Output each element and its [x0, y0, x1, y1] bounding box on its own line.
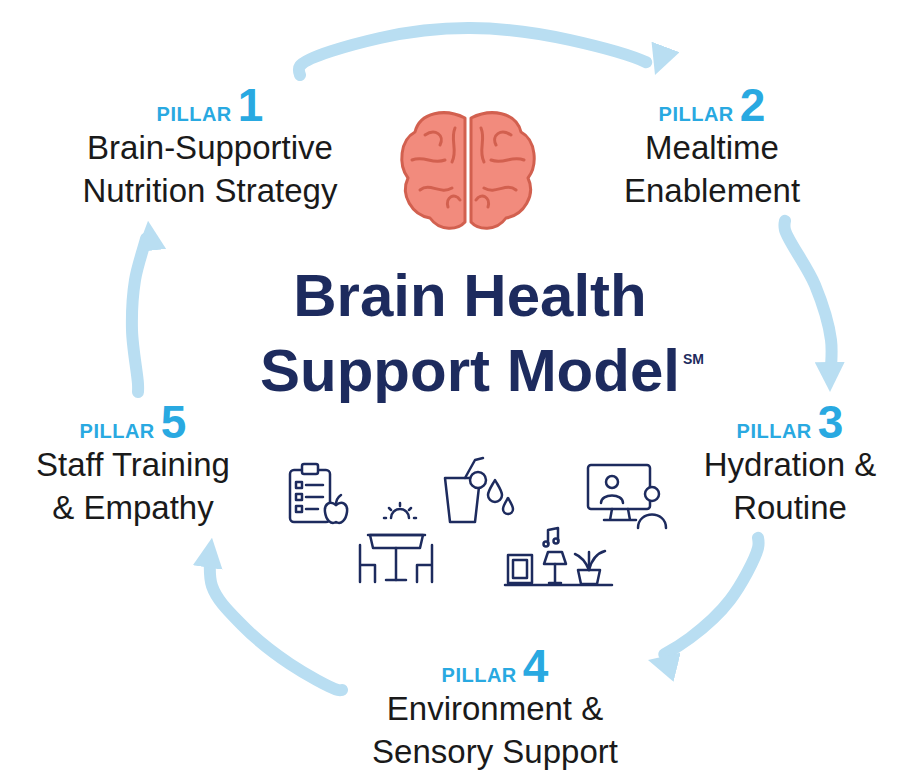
shelf-icon-part: [588, 552, 591, 570]
brain-left-part: [425, 132, 441, 145]
dining-table-icon-part: [391, 509, 409, 518]
pillar-title: Environment & Sensory Support: [350, 688, 640, 774]
dining-table-icon-part: [399, 503, 402, 506]
dining-table-icon-part: [417, 545, 432, 582]
pillar-number: 1: [238, 83, 264, 127]
dining-table-icon-part: [395, 548, 398, 580]
shelf-icon-part: [544, 542, 549, 547]
pillar-title: Brain-Supportive Nutrition Strategy: [60, 127, 360, 213]
monitor-icon-part: [606, 476, 618, 488]
clipboard-icon-part: [302, 464, 318, 474]
brain-right-part: [476, 196, 489, 207]
brain-left-part: [402, 113, 465, 229]
shelf-icon-part: [554, 564, 557, 583]
dining-table-icon: [360, 503, 432, 582]
shelf-icon-part: [575, 554, 589, 570]
shelf-icon: [505, 528, 612, 585]
pillar-title: Staff Training & Empathy: [26, 444, 241, 530]
clipboard-icon-part: [336, 495, 341, 505]
monitor-icon-part: [588, 465, 650, 509]
pillar-number: 4: [523, 644, 549, 688]
monitor-icon-part: [638, 515, 666, 529]
pillar-block: PILLAR5Staff Training & Empathy: [18, 392, 249, 538]
clipboard-icon-part: [296, 494, 302, 500]
cycle-arrow: [785, 221, 832, 392]
brain-left-part: [412, 159, 445, 162]
monitor-icon-part: [645, 487, 659, 501]
dining-table-icon-part: [389, 508, 391, 510]
clipboard-icon: [290, 464, 347, 523]
cycle-arrow: [648, 538, 759, 660]
shelf-icon-part: [513, 560, 527, 578]
brain-icon: [402, 113, 534, 229]
clipboard-icon-part: [290, 470, 330, 522]
pillar-heading: PILLAR2: [597, 83, 827, 127]
shelf-icon-part: [589, 551, 605, 570]
pillar-block: PILLAR2Mealtime Enablement: [589, 75, 835, 221]
shelf-icon-part: [549, 582, 561, 585]
shelf-icon-part: [508, 555, 532, 583]
monitor-icon-part: [604, 509, 636, 520]
dining-table-icon-part: [370, 535, 423, 548]
glass-icon-part: [470, 472, 486, 488]
glass-icon-part: [503, 498, 513, 514]
clipboard-icon-part: [306, 508, 318, 511]
brain-right-part: [491, 159, 524, 162]
brain-left-part: [420, 187, 452, 190]
dining-table-icon-part: [414, 517, 416, 520]
dining-table-icon-part: [360, 545, 375, 582]
brain-right-part: [481, 128, 484, 162]
shelf-icon-part: [578, 570, 600, 584]
cycle-arrow: [132, 221, 148, 392]
pillar-number: 5: [161, 400, 187, 444]
glass-icon: [445, 458, 513, 522]
pillar-heading: PILLAR4: [350, 644, 640, 688]
glass-icon-part: [488, 480, 502, 502]
brain-right-part: [471, 113, 534, 229]
pillar-block: PILLAR3Hydration & Routine: [672, 392, 908, 538]
dining-table-icon-part: [384, 517, 386, 520]
clipboard-icon-part: [306, 496, 323, 499]
service-mark: SM: [683, 351, 704, 367]
brain-right: [471, 113, 534, 229]
brain-right-part: [495, 132, 511, 145]
shelf-icon-part: [554, 539, 559, 544]
brain-left: [402, 113, 465, 229]
shelf-icon-part: [548, 528, 558, 544]
clipboard-icon-part: [296, 482, 302, 488]
pillar-number: 2: [740, 83, 766, 127]
dining-table-icon-part: [409, 508, 411, 510]
pillar-number: 3: [818, 400, 844, 444]
pillar-heading: PILLAR5: [26, 400, 241, 444]
pillar-title: Hydration & Routine: [680, 444, 900, 530]
diagram-title-box: Brain Health Support Model: [255, 258, 685, 408]
monitor-icon: [588, 465, 666, 528]
cycle-arrow: [210, 538, 342, 690]
brain-left-part: [452, 128, 455, 162]
pillar-block: PILLAR4Environment & Sensory Support: [342, 636, 648, 782]
icons: [290, 458, 666, 585]
dining-table-icon-part: [386, 579, 406, 582]
pillar-block: PILLAR1Brain-Supportive Nutrition Strate…: [52, 75, 368, 221]
clipboard-icon-part: [296, 506, 302, 512]
brain-right-part: [484, 187, 516, 190]
diagram-title: Brain Health Support Model: [260, 262, 680, 404]
monitor-icon-part: [601, 496, 623, 504]
pillar-heading: PILLAR3: [680, 400, 900, 444]
pillar-title: Mealtime Enablement: [597, 127, 827, 213]
brain-left-part: [447, 196, 460, 207]
cycle-arrow: [299, 28, 656, 75]
pillar-heading: PILLAR1: [60, 83, 360, 127]
shelf-icon-part: [544, 552, 566, 564]
clipboard-icon-part: [306, 484, 323, 487]
